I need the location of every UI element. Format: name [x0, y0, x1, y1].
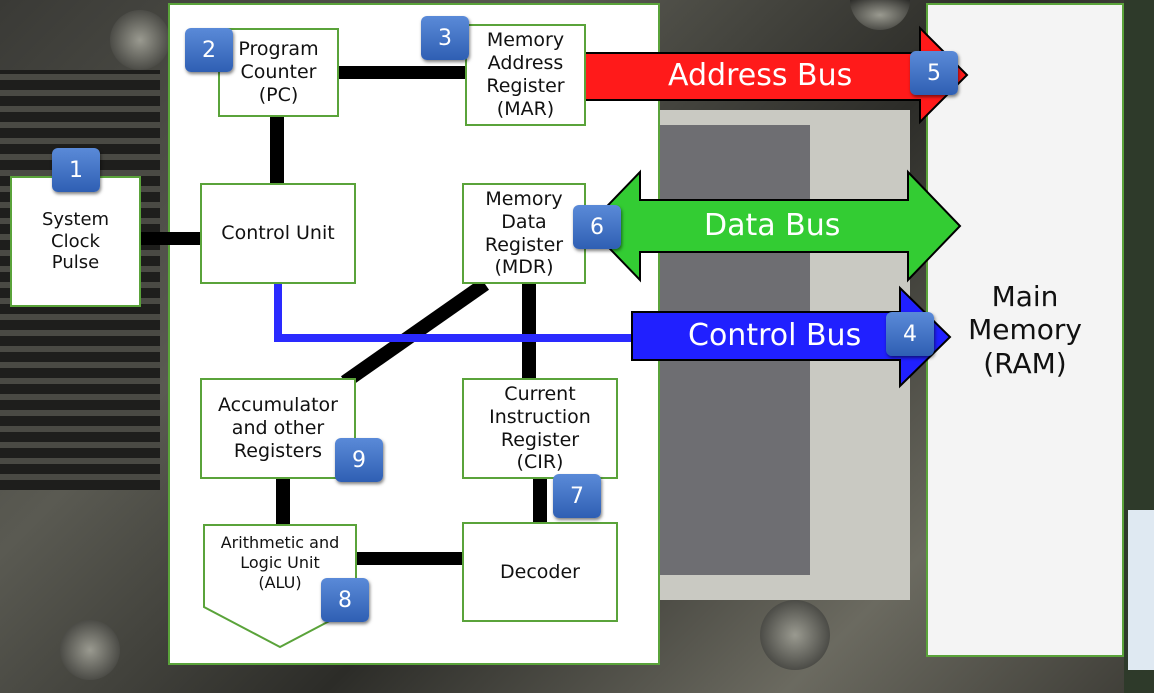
acc-alu-line — [276, 478, 290, 526]
clock-cu-line — [141, 232, 201, 245]
control-bus-label: Control Bus — [688, 318, 862, 353]
capacitor — [60, 620, 120, 680]
control-unit-box: Control Unit — [200, 183, 356, 284]
data-bus-label: Data Bus — [704, 208, 841, 243]
alu-label: Arithmetic and Logic Unit (ALU) — [220, 533, 340, 592]
mdr-box: Memory Data Register (MDR) — [462, 183, 586, 284]
alu-shape — [203, 524, 357, 649]
badge-3: 3 — [421, 16, 469, 60]
mar-box: Memory Address Register (MAR) — [465, 24, 586, 126]
badge-2: 2 — [185, 28, 233, 72]
address-bus-arrow — [584, 25, 969, 125]
pc-mar-line — [338, 66, 466, 79]
data-bus-arrow — [586, 169, 962, 283]
badge-6: 6 — [573, 205, 621, 249]
main-memory-box: Main Memory (RAM) — [926, 3, 1124, 657]
capacitor — [110, 10, 170, 70]
cir-decoder-line — [533, 478, 547, 522]
badge-7: 7 — [553, 474, 601, 518]
address-bus-label: Address Bus — [668, 58, 853, 93]
capacitor — [760, 600, 830, 670]
control-bus-arrow — [631, 285, 952, 389]
decoder-box: Decoder — [462, 522, 618, 622]
mdr-cir-line — [522, 283, 536, 379]
system-clock-box: System Clock Pulse — [10, 176, 141, 307]
pc-cu-line — [270, 117, 284, 183]
badge-9: 9 — [335, 438, 383, 482]
program-counter-box: Program Counter (PC) — [218, 28, 339, 117]
badge-1: 1 — [52, 148, 100, 192]
board-strip — [1128, 510, 1154, 670]
badge-8: 8 — [321, 578, 369, 622]
badge-5: 5 — [910, 51, 958, 95]
accumulator-box: Accumulator and other Registers — [200, 378, 356, 479]
badge-4: 4 — [886, 312, 934, 356]
alu-decoder-line — [356, 552, 462, 565]
control-line — [274, 284, 632, 342]
cir-box: Current Instruction Register (CIR) — [462, 378, 618, 479]
